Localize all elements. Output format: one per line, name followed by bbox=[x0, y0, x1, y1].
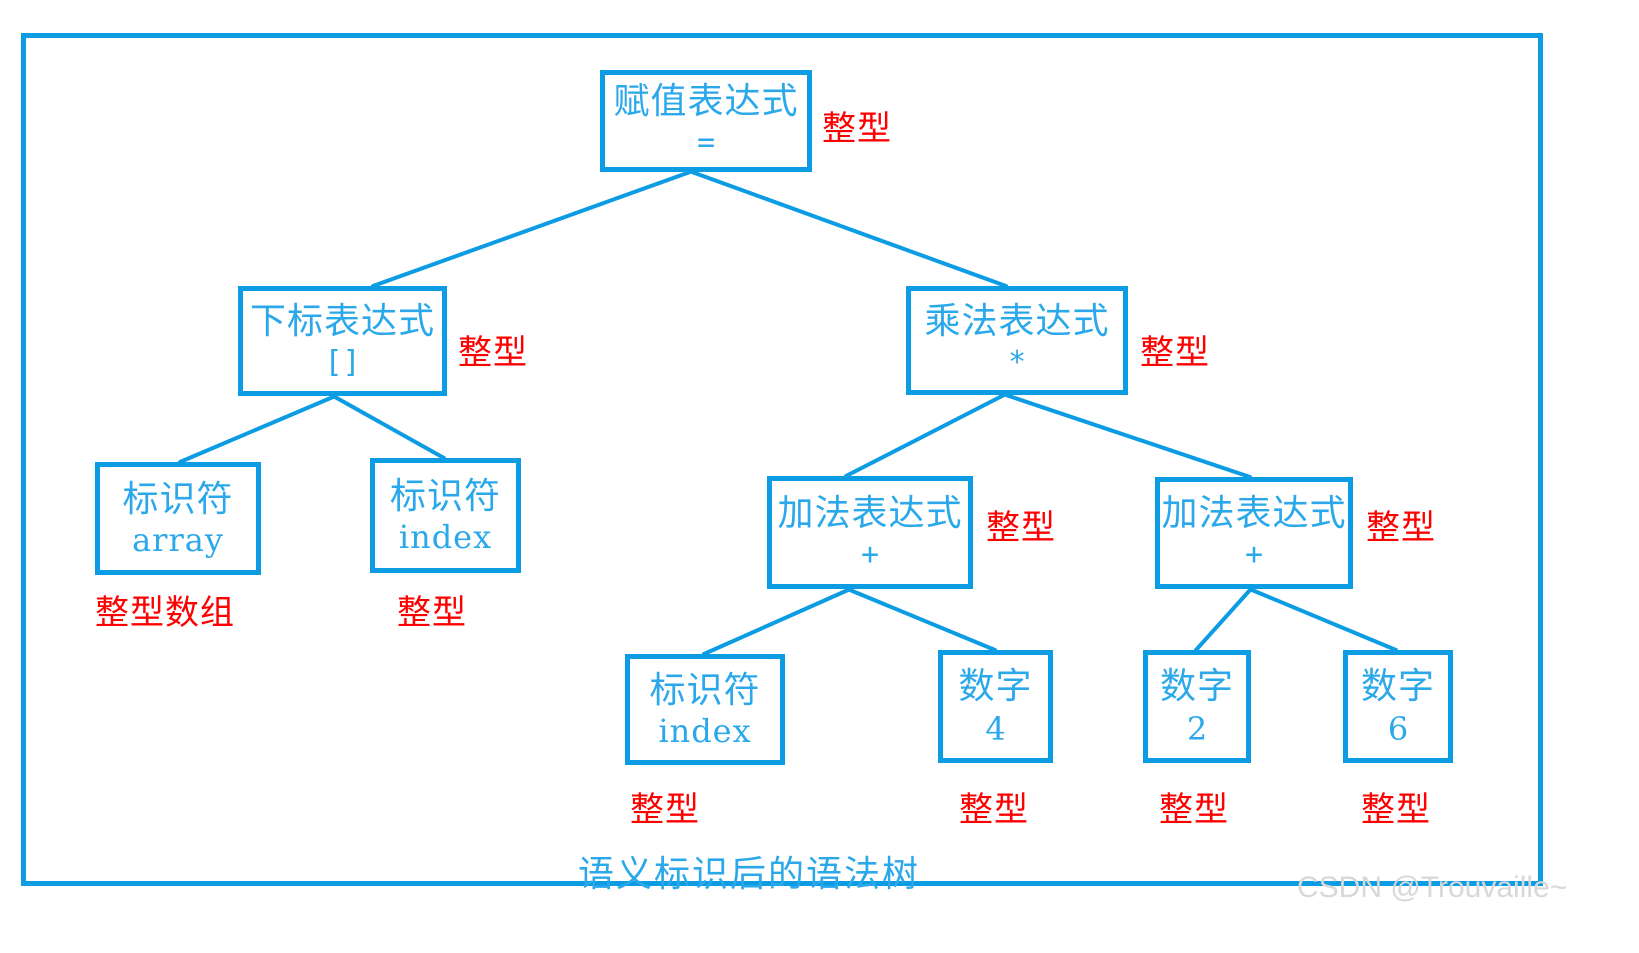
node-label: 赋值表达式 bbox=[613, 81, 799, 122]
node-label: 标识符 bbox=[649, 669, 761, 710]
type-label-add-right: 整型 bbox=[1366, 510, 1436, 547]
node-number-6[interactable]: 数字 6 bbox=[1343, 650, 1453, 763]
diagram-border bbox=[21, 33, 1543, 886]
node-add-expression-right[interactable]: 加法表达式 + bbox=[1155, 477, 1353, 589]
node-assign-expression[interactable]: 赋值表达式 = bbox=[600, 70, 812, 172]
node-subscript-expression[interactable]: 下标表达式 [] bbox=[238, 286, 447, 396]
node-label: 数字 bbox=[958, 665, 1033, 706]
node-label: 标识符 bbox=[389, 475, 501, 516]
node-operator: = bbox=[696, 125, 716, 161]
node-number-value: 6 bbox=[1387, 709, 1409, 748]
node-identifier-name: index bbox=[658, 711, 752, 750]
node-add-expression-left[interactable]: 加法表达式 + bbox=[767, 476, 973, 589]
type-label-array: 整型数组 bbox=[95, 595, 235, 632]
node-identifier-name: array bbox=[132, 520, 224, 559]
node-operator: [] bbox=[324, 345, 361, 381]
node-number-value: 2 bbox=[1186, 709, 1208, 748]
type-label-num2: 整型 bbox=[1159, 792, 1229, 829]
node-number-value: 4 bbox=[985, 709, 1006, 748]
node-label: 加法表达式 bbox=[777, 492, 963, 533]
node-operator: + bbox=[1244, 537, 1264, 573]
node-number-4[interactable]: 数字 4 bbox=[938, 650, 1053, 763]
type-label-assign: 整型 bbox=[822, 111, 892, 148]
type-label-num6: 整型 bbox=[1361, 792, 1431, 829]
node-label: 加法表达式 bbox=[1161, 493, 1347, 534]
node-identifier-name: index bbox=[398, 517, 493, 556]
node-identifier-array[interactable]: 标识符 array bbox=[95, 462, 261, 575]
node-operator: + bbox=[860, 536, 880, 572]
node-label: 下标表达式 bbox=[249, 301, 435, 342]
type-label-num4: 整型 bbox=[959, 792, 1029, 829]
type-label-index-subscript: 整型 bbox=[397, 595, 467, 632]
diagram-caption: 语义标识后的语法树 bbox=[578, 854, 921, 894]
type-label-subscript: 整型 bbox=[458, 335, 528, 372]
node-identifier-index-add[interactable]: 标识符 index bbox=[625, 654, 785, 765]
node-label: 标识符 bbox=[122, 478, 234, 519]
csdn-watermark: CSDN @Trouvaille~ bbox=[1297, 871, 1568, 904]
type-label-multiply: 整型 bbox=[1140, 335, 1210, 372]
node-label: 数字 bbox=[1159, 665, 1234, 706]
type-label-add-left: 整型 bbox=[986, 510, 1056, 547]
node-label: 乘法表达式 bbox=[924, 300, 1110, 341]
node-identifier-index-subscript[interactable]: 标识符 index bbox=[370, 458, 521, 573]
node-multiply-expression[interactable]: 乘法表达式 * bbox=[906, 286, 1128, 395]
type-label-index-add: 整型 bbox=[630, 792, 700, 829]
node-operator: * bbox=[1007, 344, 1027, 380]
node-label: 数字 bbox=[1360, 665, 1435, 706]
node-number-2[interactable]: 数字 2 bbox=[1143, 650, 1251, 763]
